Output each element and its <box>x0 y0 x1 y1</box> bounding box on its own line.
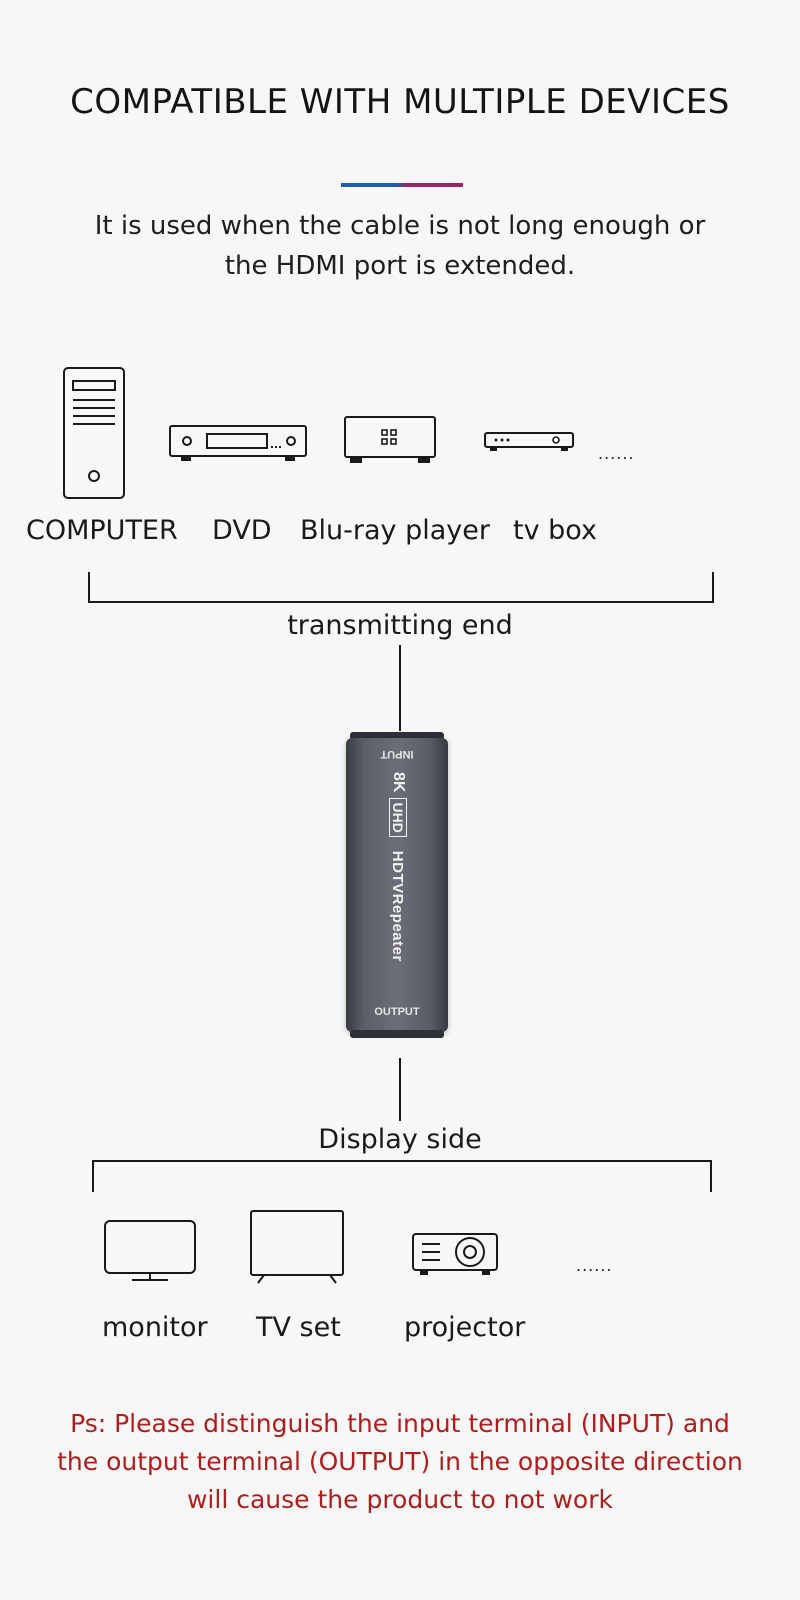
warning-note-line-3: will cause the product to not work <box>186 1485 613 1514</box>
device-output-label: OUTPUT <box>374 1006 420 1018</box>
transmitting-end-caption: transmitting end <box>270 607 530 645</box>
tv-set-icon <box>250 1210 344 1284</box>
display-label-monitor: monitor <box>102 1312 208 1343</box>
tv-box-icon <box>484 432 574 451</box>
device-branding: 8K UHD HDTVRepeater <box>389 772 407 962</box>
warning-note-line-2: the output terminal (OUTPUT) in the oppo… <box>57 1447 743 1476</box>
page-title: COMPATIBLE WITH MULTIPLE DEVICES <box>70 82 730 122</box>
intro-line-1: It is used when the cable is not long en… <box>94 211 706 241</box>
more-sources-ellipsis: ...... <box>598 444 635 463</box>
warning-note: Ps: Please distinguish the input termina… <box>0 1405 800 1519</box>
blu-ray-player-icon <box>344 416 436 463</box>
computer-tower-icon <box>63 367 125 499</box>
device-input-label: INPUT <box>380 748 414 760</box>
source-bracket-left <box>88 572 90 602</box>
device-name: HDTVRepeater <box>389 850 407 962</box>
device-input-cap <box>350 732 444 740</box>
intro-text: It is used when the cable is not long en… <box>0 206 800 286</box>
display-label-projector: projector <box>404 1312 526 1343</box>
device-8k-badge: 8K <box>390 772 407 793</box>
more-displays-ellipsis: ...... <box>576 1256 613 1275</box>
source-bracket-right <box>712 572 714 602</box>
output-connector-line <box>399 1058 401 1132</box>
source-label-dvd: DVD <box>212 515 272 546</box>
monitor-icon <box>104 1220 196 1281</box>
source-bracket-bar <box>88 601 714 603</box>
display-side-caption: Display side <box>280 1121 520 1159</box>
display-label-tv-set: TV set <box>256 1312 341 1343</box>
hdmi-repeater-device: INPUT 8K UHD HDTVRepeater OUTPUT <box>346 732 448 1038</box>
accent-divider <box>341 183 463 187</box>
display-bracket-right <box>710 1160 712 1192</box>
intro-line-2: the HDMI port is extended. <box>224 251 576 281</box>
warning-note-line-1: Ps: Please distinguish the input termina… <box>70 1409 730 1438</box>
device-uhd-badge: UHD <box>389 798 407 837</box>
projector-icon <box>412 1233 498 1275</box>
source-label-blu-ray: Blu-ray player <box>300 515 490 546</box>
source-label-tv-box: tv box <box>513 515 597 546</box>
device-body: INPUT 8K UHD HDTVRepeater OUTPUT <box>346 738 448 1032</box>
dvd-player-icon <box>169 425 307 461</box>
display-bracket-left <box>92 1160 94 1192</box>
device-output-cap <box>350 1030 444 1038</box>
display-bracket-bar <box>92 1160 712 1162</box>
source-label-computer: COMPUTER <box>26 515 178 546</box>
input-connector-line <box>399 645 401 731</box>
